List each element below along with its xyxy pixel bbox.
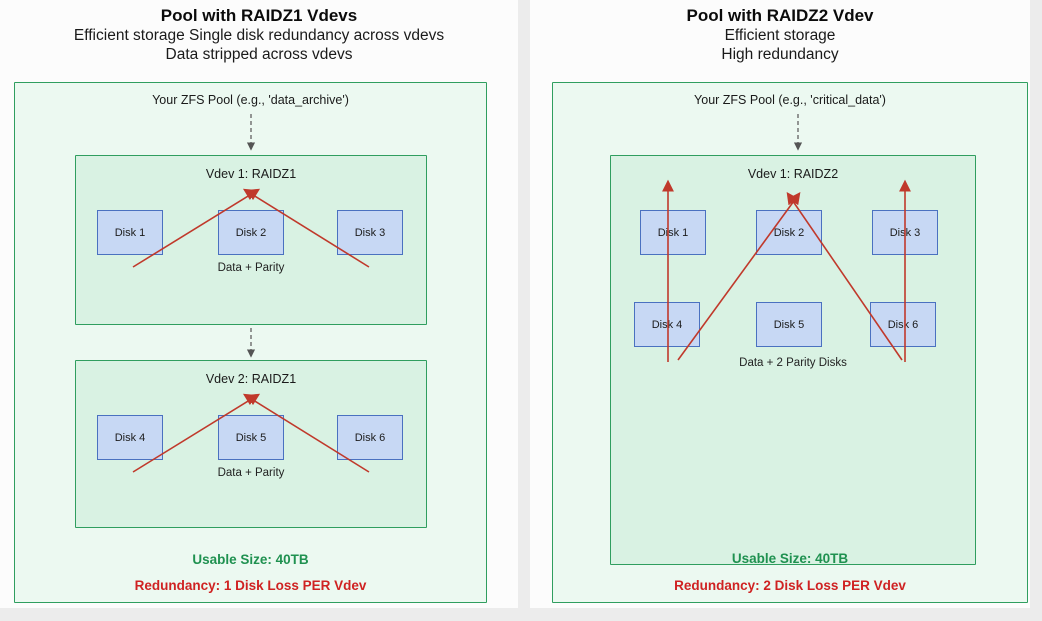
vdev-note: Data + 2 Parity Disks (739, 357, 847, 369)
left-panel-title: Pool with RAIDZ1 Vdevs (160, 6, 358, 25)
disk-box: Disk 2 (218, 210, 284, 255)
vdev-label: Vdev 1: RAIDZ1 (205, 167, 297, 181)
right-panel-subtitle: High redundancy (721, 46, 839, 63)
vdev-note: Data + Parity (217, 262, 285, 274)
disk-box: Disk 5 (756, 302, 822, 347)
vdev-label: Vdev 1: RAIDZ2 (747, 167, 839, 181)
disk-box: Disk 4 (97, 415, 163, 460)
usable-size-label: Usable Size: 40TB (731, 551, 849, 566)
disk-box: Disk 4 (634, 302, 700, 347)
usable-size-label: Usable Size: 40TB (192, 552, 309, 567)
vdev-label: Vdev 2: RAIDZ1 (205, 372, 297, 386)
redundancy-label: Redundancy: 2 Disk Loss PER Vdev (674, 578, 906, 593)
left-panel-subtitle: Efficient storage Single disk redundancy… (73, 27, 445, 44)
redundancy-label: Redundancy: 1 Disk Loss PER Vdev (134, 578, 367, 593)
disk-box: Disk 1 (97, 210, 163, 255)
zfs-pool-label: Your ZFS Pool (e.g., 'critical_data') (694, 93, 886, 107)
disk-box: Disk 6 (337, 415, 403, 460)
left-panel-subtitle: Data stripped across vdevs (165, 46, 353, 63)
right-panel-title: Pool with RAIDZ2 Vdev (686, 6, 874, 25)
disk-box: Disk 6 (870, 302, 936, 347)
disk-box: Disk 2 (756, 210, 822, 255)
disk-box: Disk 5 (218, 415, 284, 460)
disk-box: Disk 3 (872, 210, 938, 255)
right-panel-subtitle: Efficient storage (724, 27, 836, 44)
zfs-pool-label: Your ZFS Pool (e.g., 'data_archive') (152, 93, 349, 107)
disk-box: Disk 1 (640, 210, 706, 255)
vdev-note: Data + Parity (217, 467, 285, 479)
disk-box: Disk 3 (337, 210, 403, 255)
